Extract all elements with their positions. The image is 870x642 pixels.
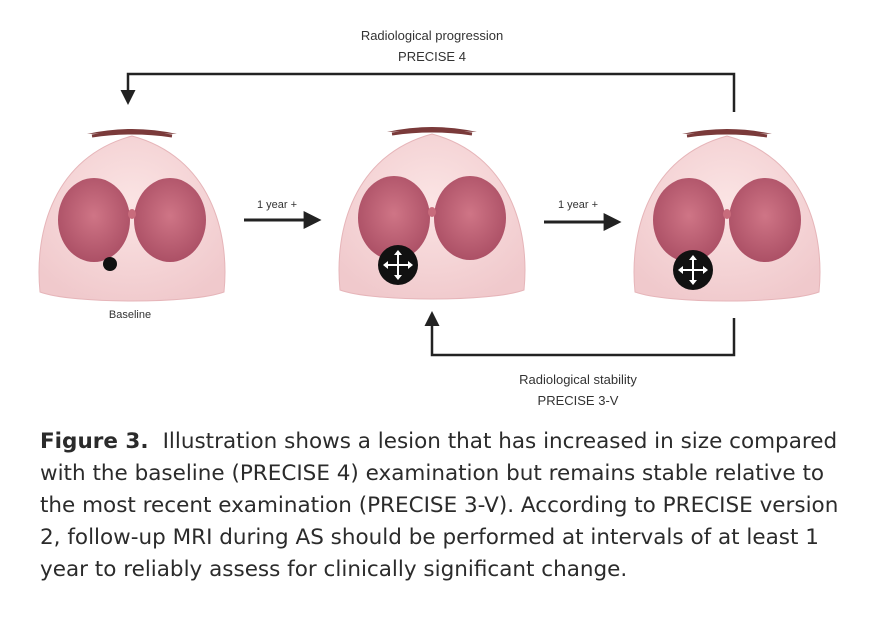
lesion-small bbox=[103, 257, 117, 271]
expand-icon bbox=[377, 244, 419, 286]
expand-icon bbox=[672, 249, 714, 291]
prostate-followup-1 bbox=[337, 125, 527, 301]
stability-arrow bbox=[424, 311, 736, 357]
prostate-followup-2 bbox=[632, 127, 822, 303]
top-label-line1: Radiological progression bbox=[361, 28, 503, 43]
diagram: Radiological progression PRECISE 4 Basel… bbox=[37, 28, 822, 408]
figure-caption: Figure 3.Illustration shows a lesion tha… bbox=[40, 426, 840, 586]
bottom-label-line2: PRECISE 3-V bbox=[538, 393, 619, 408]
top-label-line2: PRECISE 4 bbox=[398, 49, 466, 64]
prostate-baseline bbox=[37, 127, 227, 303]
arrow-label-2: 1 year + bbox=[558, 199, 598, 211]
baseline-label: Baseline bbox=[109, 309, 151, 321]
bottom-label-line1: Radiological stability bbox=[519, 372, 637, 387]
progression-arrow bbox=[120, 72, 736, 112]
figure-label: Figure 3. bbox=[40, 429, 149, 454]
arrow-label-1: 1 year + bbox=[257, 199, 297, 211]
caption-text: Illustration shows a lesion that has inc… bbox=[40, 429, 839, 582]
